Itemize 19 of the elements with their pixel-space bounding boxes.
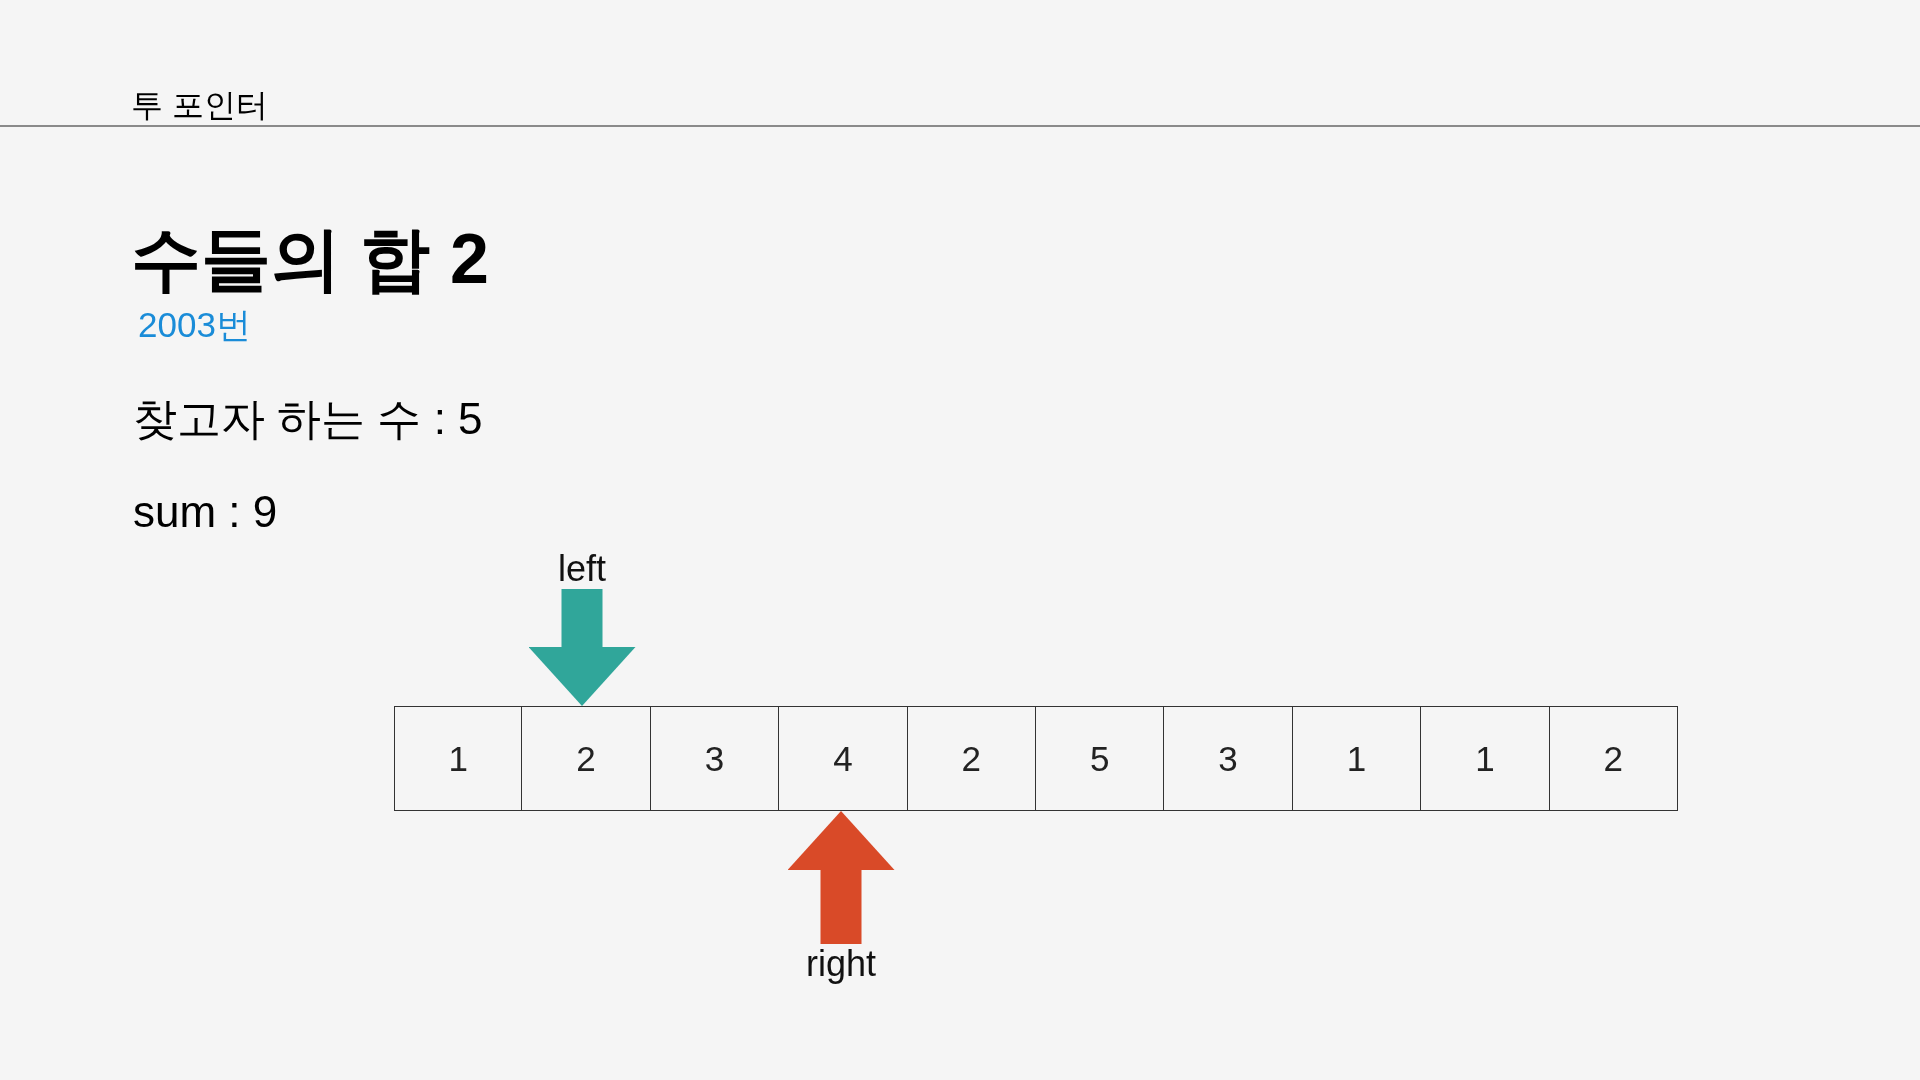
array-cell: 3: [1164, 706, 1293, 811]
array-cell: 5: [1036, 706, 1165, 811]
problem-number: 2003번: [138, 305, 251, 345]
pointer-label: left: [558, 549, 606, 589]
array-cell: 1: [394, 706, 523, 811]
array-cell: 4: [779, 706, 908, 811]
array-cell: 2: [522, 706, 651, 811]
array-cell: 1: [1421, 706, 1550, 811]
array-cell: 2: [907, 706, 1036, 811]
array-cell: 3: [650, 706, 780, 811]
pointer-arrow: [528, 589, 636, 706]
target-value-text: 찾고자 하는 수 : 5: [133, 394, 483, 444]
slide-title: 수들의 합 2: [131, 219, 489, 299]
sum-text: sum : 9: [133, 487, 278, 537]
pointer-arrow: [787, 811, 895, 944]
pointer-label: right: [806, 944, 876, 984]
array-cell: 1: [1292, 706, 1422, 811]
array-cell: 2: [1549, 706, 1678, 811]
section-heading: 투 포인터: [131, 87, 268, 123]
